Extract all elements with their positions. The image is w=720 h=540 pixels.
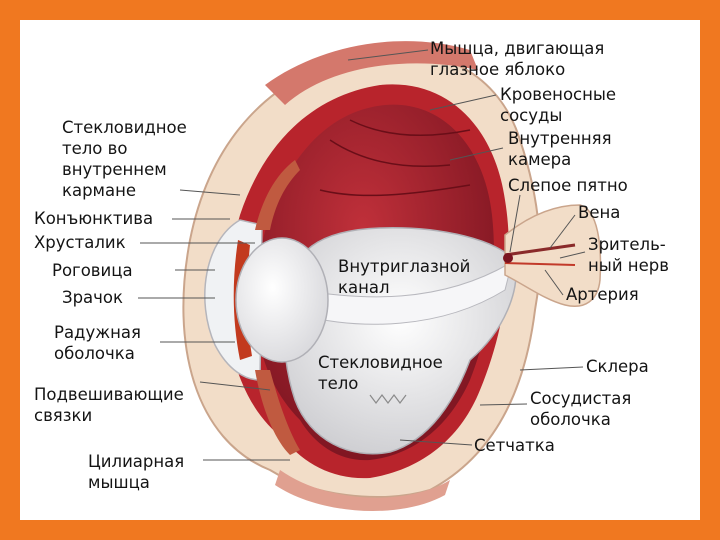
- label-vitreous-pocket: Стекловидное тело во внутреннем кармане: [62, 117, 187, 201]
- label-ligaments: Подвешивающие связки: [34, 384, 184, 426]
- label-artery: Артерия: [566, 284, 639, 305]
- label-iris: Радужная оболочка: [54, 322, 141, 364]
- label-vein: Вена: [578, 202, 620, 223]
- label-muscle: Мышца, двигающая глазное яблоко: [430, 38, 604, 80]
- leader-sclera: [520, 367, 583, 370]
- lens-shape: [236, 238, 328, 362]
- label-intraocular-canal: Внутриглазной канал: [338, 256, 470, 298]
- label-inner-chamber: Внутренняя камера: [508, 128, 612, 170]
- label-blood-vessels: Кровеносные сосуды: [500, 84, 616, 126]
- label-cornea: Роговица: [52, 260, 133, 281]
- blind-spot-shape: [503, 253, 513, 263]
- label-sclera: Склера: [586, 356, 649, 377]
- label-optic-nerve: Зритель- ный нерв: [588, 234, 669, 276]
- label-blind-spot: Слепое пятно: [508, 175, 628, 196]
- label-conjunctiva: Конъюнктива: [34, 208, 153, 229]
- label-ciliary-muscle: Цилиарная мышца: [88, 451, 184, 493]
- label-vitreous-body: Стекловидное тело: [318, 352, 443, 394]
- label-lens: Хрусталик: [34, 232, 126, 253]
- label-pupil: Зрачок: [62, 287, 123, 308]
- label-retina: Сетчатка: [474, 435, 555, 456]
- label-choroid: Сосудистая оболочка: [530, 388, 631, 430]
